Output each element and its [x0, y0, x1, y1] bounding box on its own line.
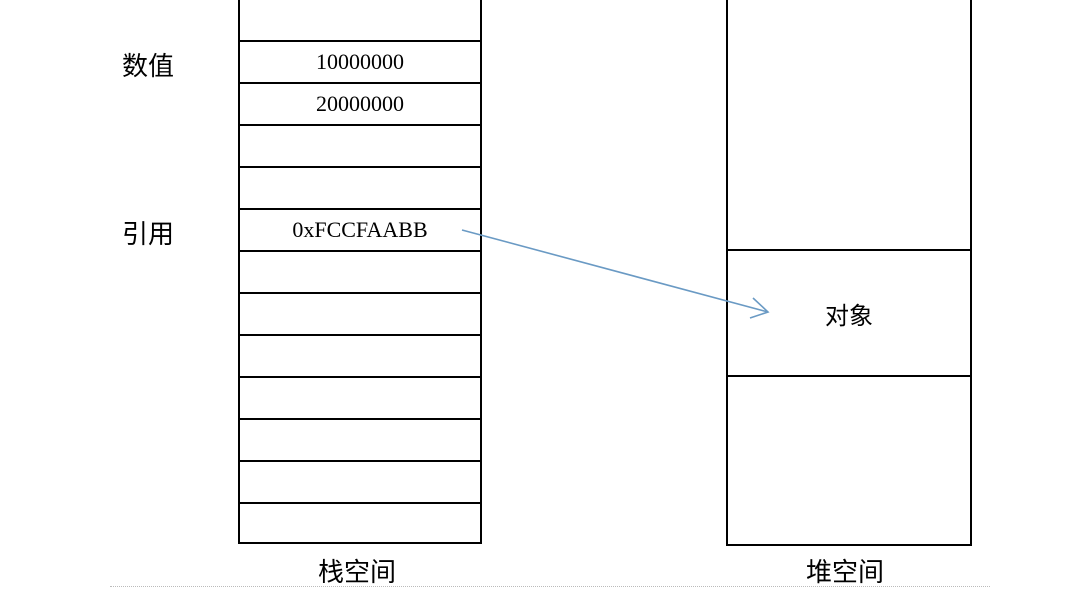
stack-cell	[240, 420, 480, 462]
stack-space-title: 栈空间	[318, 558, 397, 588]
stack-cell	[240, 0, 480, 42]
stack-cell	[240, 168, 480, 210]
stack-cell: 20000000	[240, 84, 480, 126]
stack-cell: 10000000	[240, 42, 480, 84]
stack-cell	[240, 336, 480, 378]
stack-cell	[240, 378, 480, 420]
heap-space-title: 堆空间	[806, 558, 885, 588]
value-row-label: 数值	[122, 52, 175, 82]
bottom-divider	[110, 586, 990, 588]
heap-object-label: 对象	[825, 301, 873, 330]
stack-cell	[240, 252, 480, 294]
stack-cell	[240, 504, 480, 546]
reference-row-label: 引用	[122, 220, 175, 250]
stack-cell	[240, 126, 480, 168]
stack-cell	[240, 462, 480, 504]
reference-arrow-line	[461, 229, 769, 313]
stack-cell: 0xFCCFAABB	[240, 210, 480, 252]
stack-cell	[240, 294, 480, 336]
heap-object: 对象	[728, 249, 970, 377]
heap-space: 对象	[726, 0, 972, 546]
